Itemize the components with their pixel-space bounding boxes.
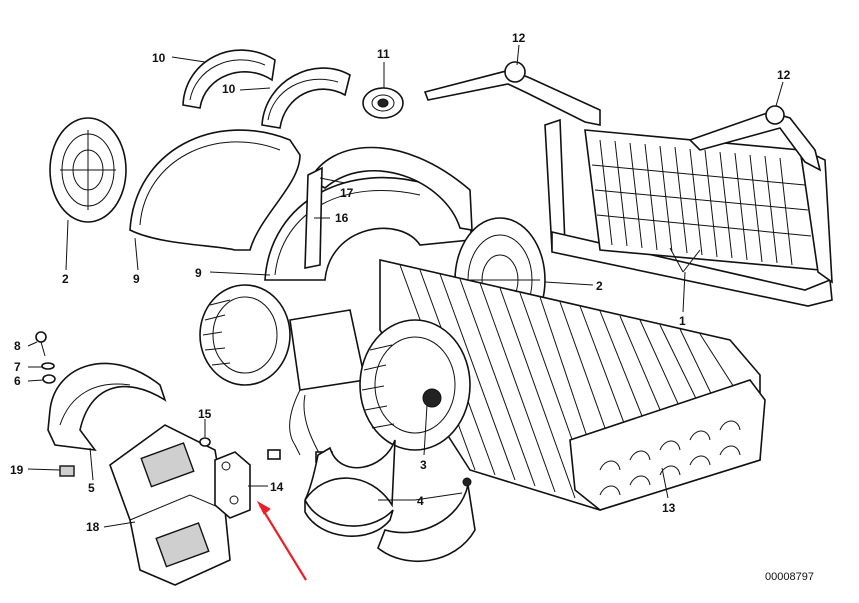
lock-washer-6 bbox=[42, 374, 56, 384]
control-unit-18 bbox=[109, 424, 231, 586]
lower-cover-rear bbox=[377, 477, 476, 563]
callout-9-left: 9 bbox=[133, 272, 140, 286]
cover-10-upper bbox=[182, 49, 276, 109]
callout-15: 15 bbox=[198, 407, 212, 421]
intake-cover-left bbox=[49, 117, 127, 223]
callout-13: 13 bbox=[662, 501, 676, 515]
bracket-5 bbox=[47, 362, 167, 452]
nut-19 bbox=[59, 465, 75, 477]
callout-10-upper: 10 bbox=[152, 51, 166, 65]
callout-4: 4 bbox=[417, 494, 424, 508]
heater-core bbox=[423, 61, 833, 307]
blower-housing-left bbox=[129, 129, 301, 251]
blower-motor bbox=[199, 284, 471, 463]
clip-16 bbox=[304, 166, 323, 269]
callout-6: 6 bbox=[14, 374, 21, 388]
callout-5: 5 bbox=[88, 481, 95, 495]
evaporator bbox=[379, 258, 766, 511]
callout-8: 8 bbox=[14, 339, 21, 353]
callout-18: 18 bbox=[86, 520, 100, 534]
o-ring-15 bbox=[199, 437, 211, 447]
fan-wheel-left-blades bbox=[202, 299, 231, 366]
cover-10-lower bbox=[261, 67, 351, 129]
grommet-11 bbox=[362, 87, 404, 119]
callout-7: 7 bbox=[14, 360, 21, 374]
callout-2-right: 2 bbox=[596, 279, 603, 293]
heater-core-fins bbox=[591, 139, 812, 266]
callout-12-left: 12 bbox=[512, 31, 526, 45]
callout-12-right: 12 bbox=[777, 68, 791, 82]
callout-19: 19 bbox=[10, 463, 24, 477]
leader-lines bbox=[27, 44, 784, 528]
callout-11: 11 bbox=[377, 47, 390, 61]
highlight-arrow bbox=[256, 500, 307, 581]
callout-2-left: 2 bbox=[62, 272, 69, 286]
callout-9-right: 9 bbox=[195, 266, 202, 280]
evaporator-tube-bends bbox=[599, 420, 741, 496]
callout-14: 14 bbox=[270, 480, 284, 494]
lower-cover-front bbox=[304, 439, 396, 537]
fan-wheel-right-blades bbox=[361, 344, 395, 429]
callout-10-lower: 10 bbox=[222, 82, 236, 96]
screw-8 bbox=[35, 331, 47, 357]
callout-16: 16 bbox=[335, 211, 349, 225]
callout-1: 1 bbox=[679, 314, 686, 328]
expansion-valve-14 bbox=[214, 451, 251, 519]
strap-17 bbox=[308, 146, 473, 231]
callout-17: 17 bbox=[340, 186, 354, 200]
callout-labels: 10 10 11 12 12 2 2 9 9 17 16 1 8 7 6 15 … bbox=[10, 31, 791, 534]
callout-3: 3 bbox=[420, 458, 427, 472]
document-number: 00008797 bbox=[765, 571, 814, 583]
washer-7 bbox=[41, 362, 55, 370]
